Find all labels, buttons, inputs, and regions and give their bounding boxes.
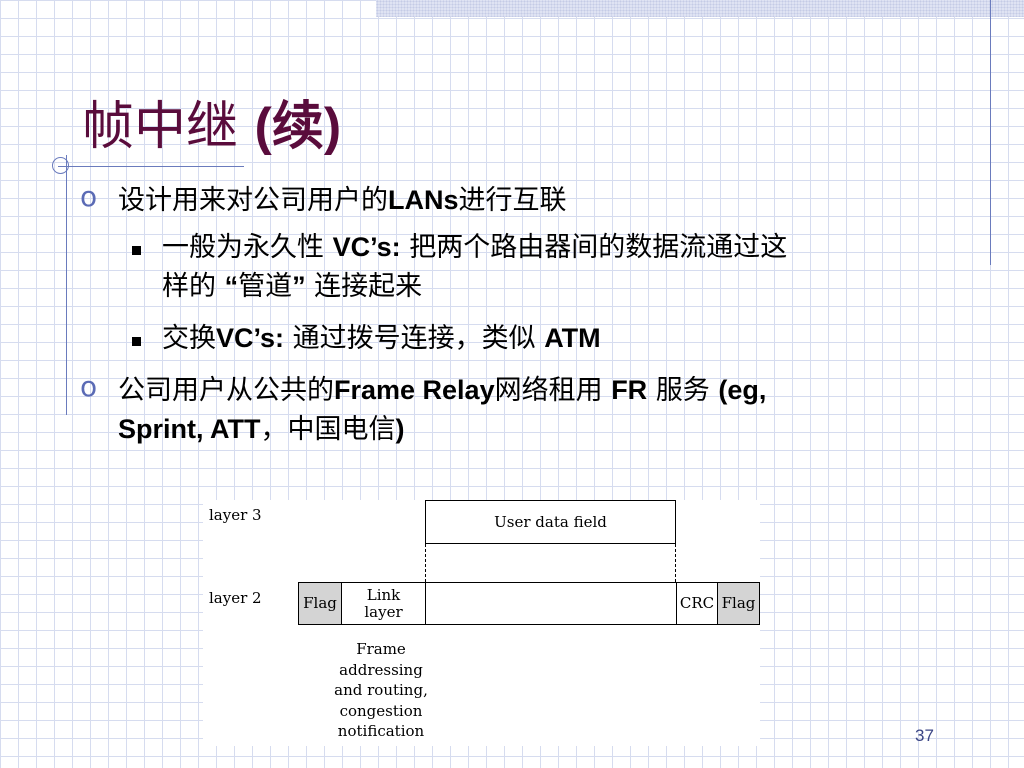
bullet-marker-1-2 [132,337,141,346]
title-underline [58,166,244,167]
payload-cell [426,583,677,624]
bullet-1-text: 设计用来对公司用户的LANs进行互联 [118,185,567,216]
layer2-label: layer 2 [209,589,262,607]
right-accent-line [990,0,991,265]
page-number: 37 [915,726,934,745]
accent-circle [52,157,69,174]
crc-cell: CRC [677,583,718,624]
note-line-3: and routing, [334,681,428,699]
bullet-marker-1-1 [132,246,141,255]
title-paren-text: (续) [254,98,342,156]
note-line-2: addressing [339,660,423,679]
slide-title: 帧中继 (续) [82,84,341,159]
left-accent-line [66,155,67,415]
layer3-label: layer 3 [209,506,262,524]
link-layer-text: Link layer [364,585,403,621]
flag-cell: Flag [299,583,342,624]
note-line-4: congestion [339,701,423,720]
crc-text: CRC [679,594,715,612]
flag-text: Flag [303,594,337,612]
bullet-1-2-text: 交换VC’s: 通过拨号连接，类似 ATM [162,323,601,354]
flag-end-text: Flag [721,594,756,612]
note-line-5: notification [337,722,425,740]
note-line-1: Frame [356,640,406,658]
user-data-field-box: User data field [425,500,676,544]
title-main-text: 帧中继 [82,97,255,157]
frame-relay-diagram: layer 3 layer 2 User data field Flag Lin… [203,500,760,746]
bullet-1-1-text: 一般为永久性 VC’s: 把两个路由器间的数据流通过这样的 “管道” 连接起来 [162,232,788,302]
link-layer-cell: Link layer [342,583,426,624]
dash-right [675,544,676,582]
bullet-2-text: 公司用户从公共的Frame Relay网络租用 FR 服务 (eg,Sprint… [118,375,767,445]
dash-left [425,544,426,582]
bullet-marker-2: o [80,370,98,403]
flag-end-cell: Flag [718,583,759,624]
top-decoration-bar [376,0,1024,17]
link-layer-note: Frame addressing and routing, congestion… [333,639,429,742]
bullet-marker-1: o [80,180,98,213]
layer2-frame-box: Flag Link layer CRC Flag [298,582,760,625]
user-data-field-text: User data field [494,513,607,531]
